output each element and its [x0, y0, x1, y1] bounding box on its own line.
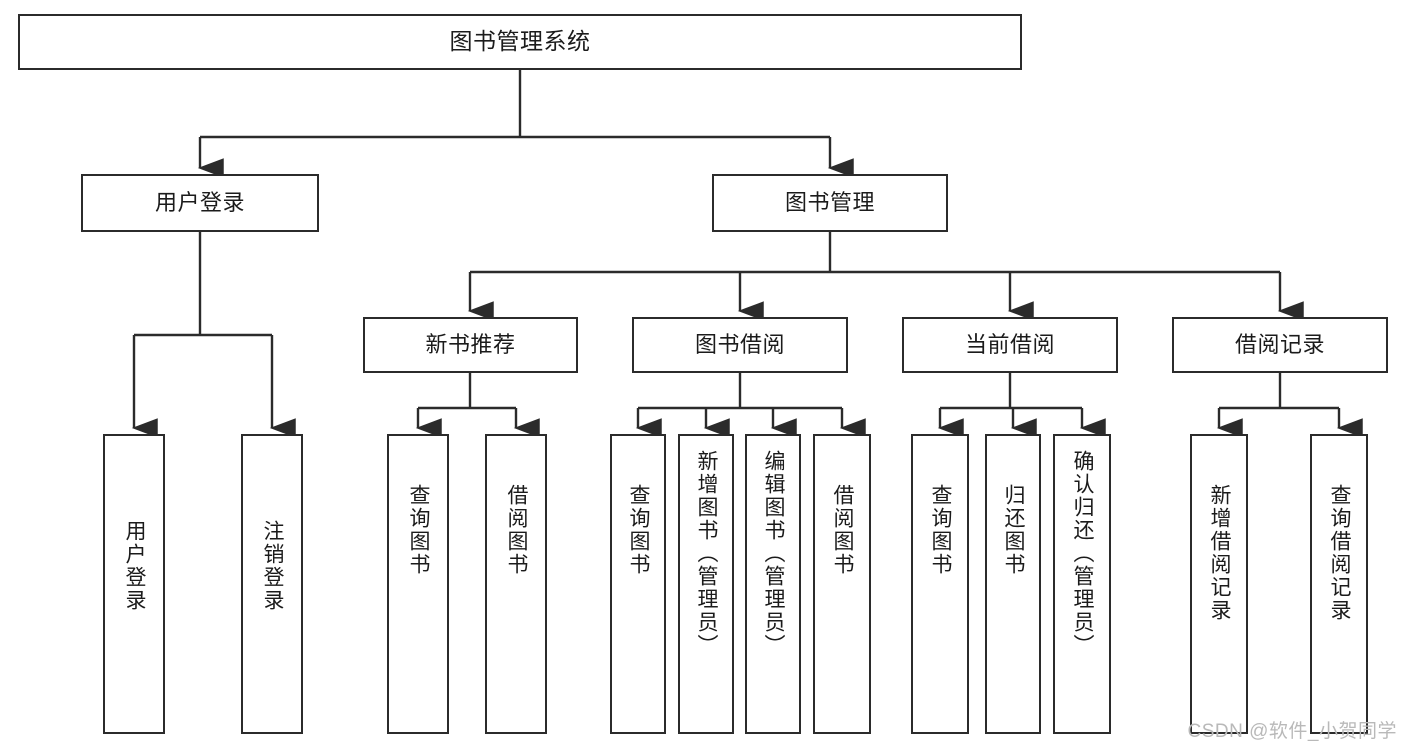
node-leaf-query-book-rec-label: 查询图书 [407, 484, 431, 576]
node-book-manage-label: 图书管理 [784, 190, 875, 216]
node-leaf-user-login-label: 用户登录 [123, 520, 147, 612]
node-leaf-query-book-rec[interactable]: 查询图书 [387, 434, 449, 734]
node-borrow-record[interactable]: 借阅记录 [1172, 317, 1388, 373]
node-leaf-query-book-current-label: 查询图书 [929, 484, 953, 576]
node-leaf-query-borrow-record[interactable]: 查询借阅记录 [1310, 434, 1368, 734]
node-leaf-edit-book-label: 编辑图书（管理员） [762, 450, 786, 657]
node-leaf-borrow-book[interactable]: 借阅图书 [813, 434, 871, 734]
node-user-login[interactable]: 用户登录 [81, 174, 319, 232]
node-leaf-confirm-return[interactable]: 确认归还（管理员） [1053, 434, 1111, 734]
watermark-text: CSDN @软件_小贺同学 [1187, 721, 1397, 742]
node-new-book-recommend[interactable]: 新书推荐 [363, 317, 578, 373]
node-new-book-recommend-label: 新书推荐 [425, 332, 516, 358]
node-leaf-query-book-borrow[interactable]: 查询图书 [610, 434, 666, 734]
node-leaf-user-login[interactable]: 用户登录 [103, 434, 165, 734]
node-current-borrow[interactable]: 当前借阅 [902, 317, 1118, 373]
node-book-borrow[interactable]: 图书借阅 [632, 317, 848, 373]
node-leaf-return-book-label: 归还图书 [1002, 484, 1026, 576]
node-leaf-add-book[interactable]: 新增图书（管理员） [678, 434, 734, 734]
node-leaf-add-borrow-record[interactable]: 新增借阅记录 [1190, 434, 1248, 734]
node-leaf-query-borrow-record-label: 查询借阅记录 [1328, 484, 1352, 622]
node-leaf-add-book-label: 新增图书（管理员） [695, 450, 719, 657]
node-leaf-query-book-borrow-label: 查询图书 [627, 484, 651, 576]
node-leaf-query-book-current[interactable]: 查询图书 [911, 434, 969, 734]
node-leaf-confirm-return-label: 确认归还（管理员） [1071, 450, 1095, 657]
node-book-manage[interactable]: 图书管理 [712, 174, 948, 232]
node-leaf-borrow-book-label: 借阅图书 [831, 484, 855, 576]
node-leaf-borrow-book-rec[interactable]: 借阅图书 [485, 434, 547, 734]
node-user-login-label: 用户登录 [154, 190, 245, 216]
node-borrow-record-label: 借阅记录 [1234, 332, 1325, 358]
node-root[interactable]: 图书管理系统 [18, 14, 1022, 70]
node-leaf-add-borrow-record-label: 新增借阅记录 [1208, 484, 1232, 622]
node-book-borrow-label: 图书借阅 [694, 332, 785, 358]
node-current-borrow-label: 当前借阅 [964, 332, 1055, 358]
node-leaf-return-book[interactable]: 归还图书 [985, 434, 1041, 734]
node-leaf-user-logout-label: 注销登录 [261, 520, 285, 612]
node-root-label: 图书管理系统 [449, 28, 591, 55]
node-leaf-borrow-book-rec-label: 借阅图书 [505, 484, 529, 576]
node-leaf-edit-book[interactable]: 编辑图书（管理员） [745, 434, 801, 734]
node-leaf-user-logout[interactable]: 注销登录 [241, 434, 303, 734]
